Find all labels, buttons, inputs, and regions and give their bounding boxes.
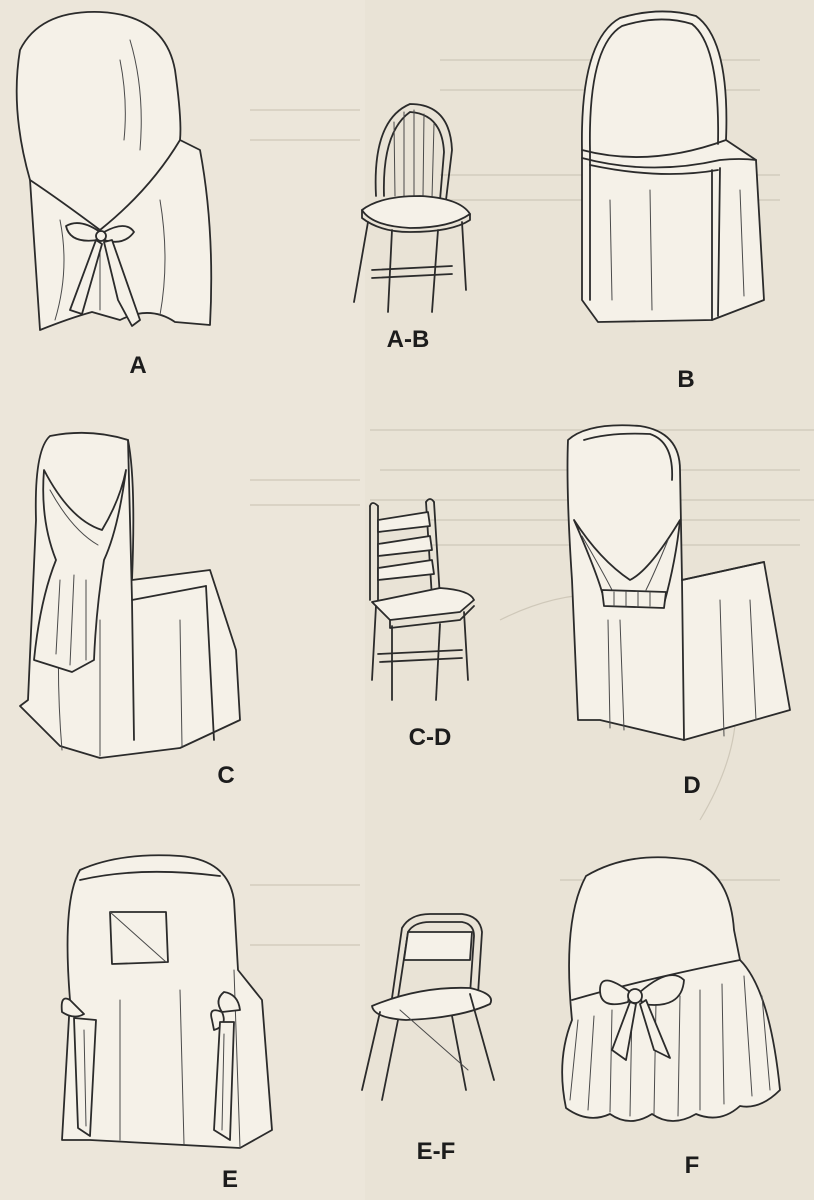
label-b: B (677, 366, 695, 393)
view-c-draped-cover (19, 431, 241, 759)
chair-windsor (353, 103, 471, 313)
chair-folding (361, 913, 495, 1101)
view-a-slipcover (15, 11, 213, 331)
label-a: A (129, 352, 147, 379)
label-a-b: A-B (386, 326, 430, 353)
view-d-pleated-cover (566, 424, 791, 741)
label-c-d: C-D (408, 724, 452, 751)
view-f-ruffled-cover (561, 856, 781, 1122)
view-e-pocket-cover (60, 854, 273, 1149)
chair-ladder-back (369, 498, 475, 701)
label-c: C (217, 762, 235, 789)
label-e: E (221, 1166, 239, 1193)
label-e-f: E-F (416, 1138, 456, 1165)
view-b-fitted-cover (581, 10, 765, 323)
label-d: D (683, 772, 701, 799)
label-f: F (684, 1152, 700, 1179)
